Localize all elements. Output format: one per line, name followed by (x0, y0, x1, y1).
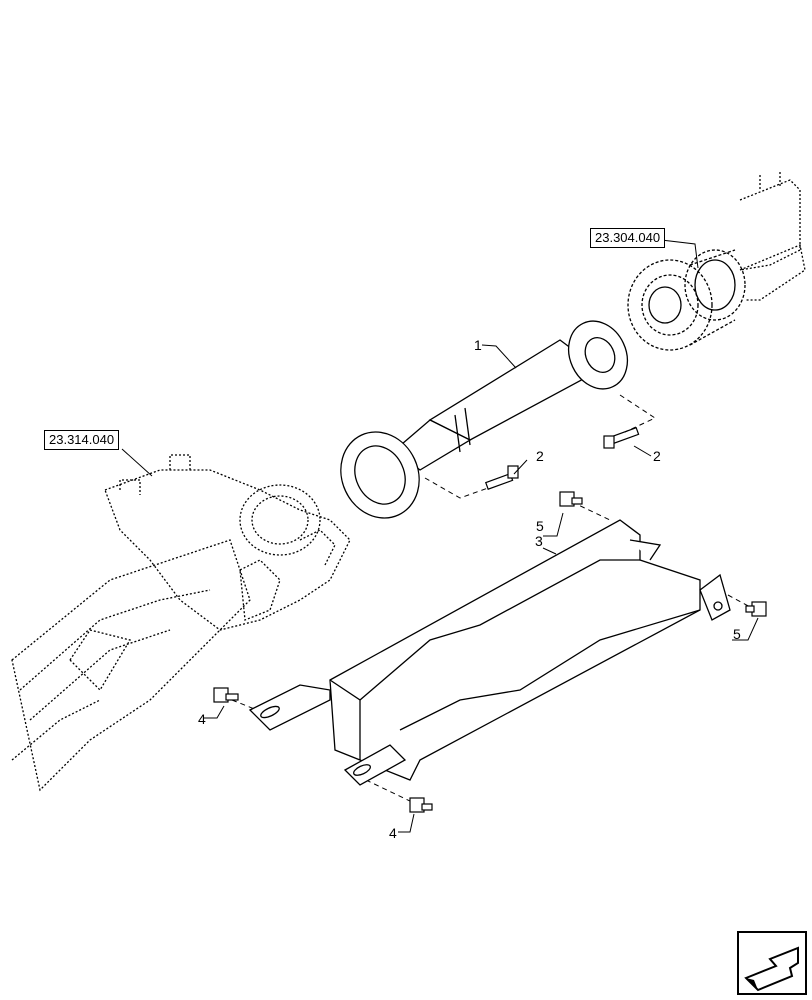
front-flange (627, 249, 746, 351)
arrow-icon[interactable] (737, 931, 807, 995)
screw-right (745, 601, 767, 617)
screw-left (213, 687, 239, 703)
bolt-right (603, 426, 640, 449)
callout-bolt-right: 2 (653, 448, 661, 464)
front-axle-housing (739, 172, 806, 301)
bolt-left (484, 465, 519, 490)
rear-axle-housing (11, 454, 351, 792)
callout-screw-left: 4 (198, 711, 206, 727)
drive-shaft-guard (248, 519, 731, 786)
callout-guard: 3 (535, 533, 543, 549)
drive-shaft (340, 320, 629, 519)
reference-front-axle[interactable]: 23.304.040 (590, 228, 666, 248)
callout-screw-top: 5 (536, 518, 544, 534)
reference-rear-axle[interactable]: 23.314.040 (44, 430, 120, 450)
callout-screw-right: 5 (733, 626, 741, 642)
callout-drive-shaft: 1 (474, 337, 482, 353)
callout-screw-bottom: 4 (389, 825, 397, 841)
screw-top (559, 491, 583, 507)
callout-bolt-left: 2 (536, 448, 544, 464)
screw-bottom (409, 797, 433, 813)
